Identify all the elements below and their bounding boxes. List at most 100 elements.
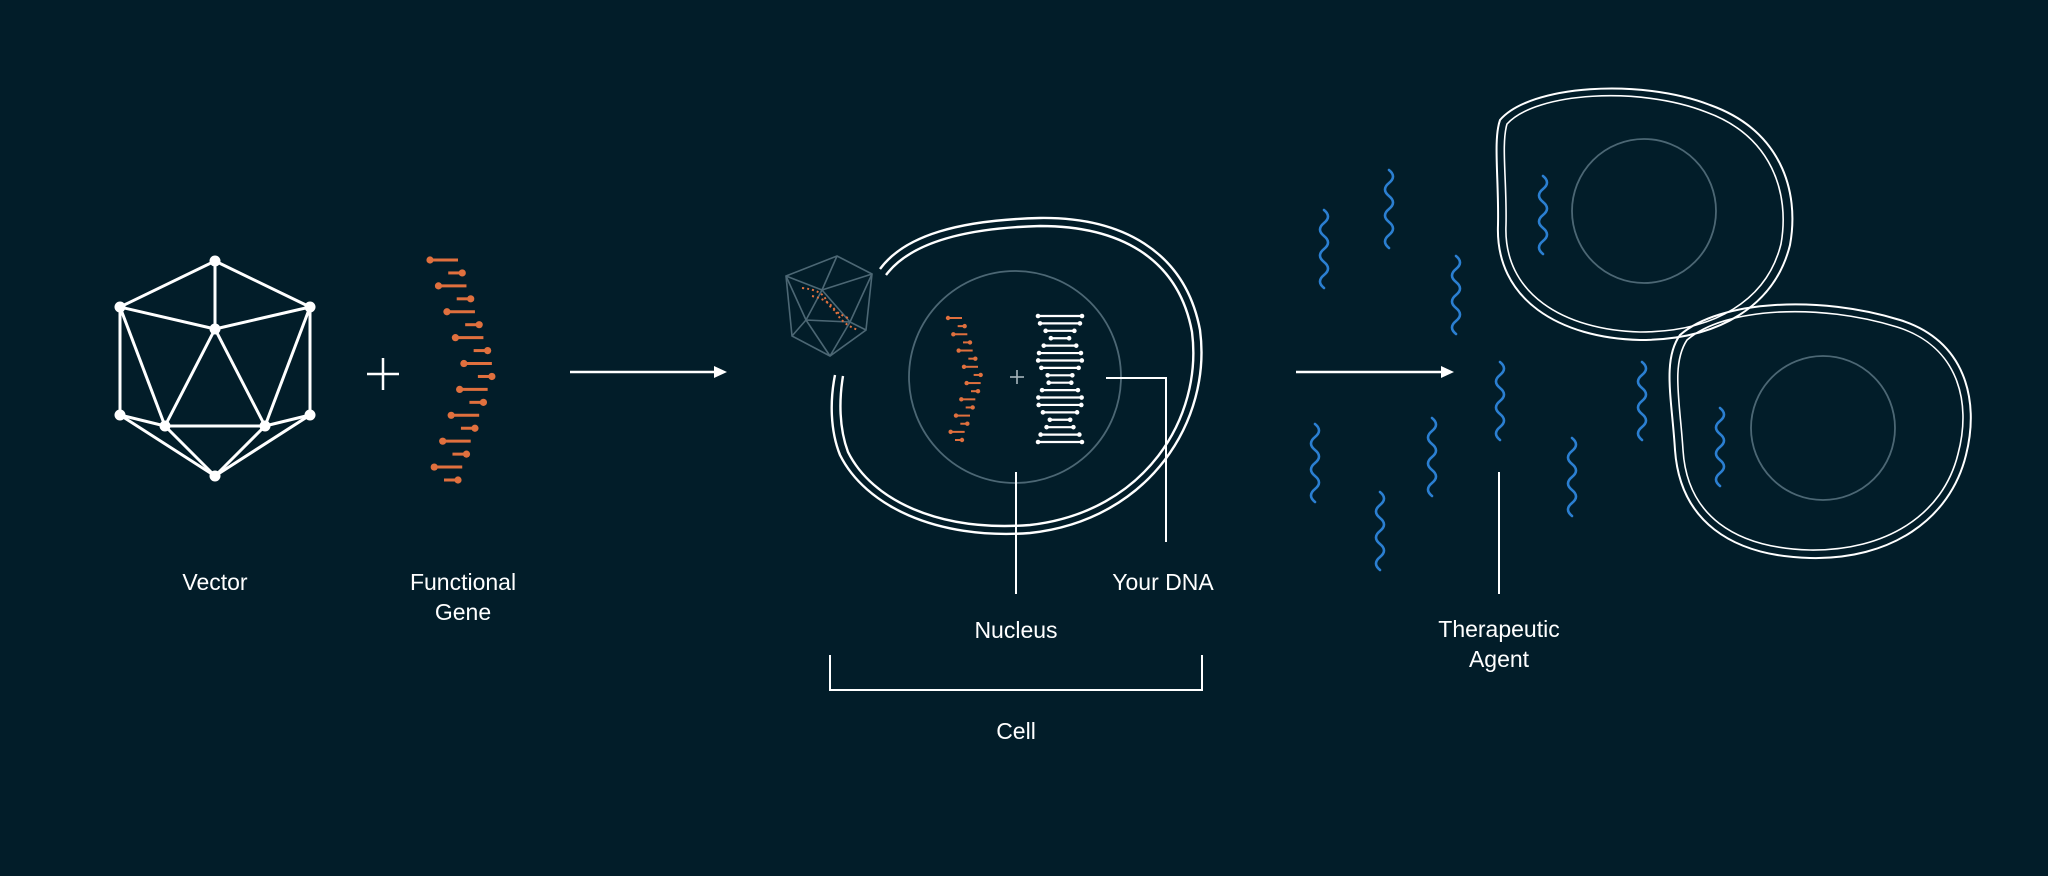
faint-vector-icon — [785, 255, 873, 357]
gene-dot — [467, 295, 475, 303]
dna-dot — [1047, 417, 1053, 423]
small-gene-dot — [956, 348, 961, 353]
dna-dot — [1046, 380, 1052, 386]
dna-dot — [1048, 335, 1054, 341]
dna-dot — [1071, 424, 1076, 430]
dna-dot — [1043, 328, 1048, 334]
dna-dot — [1035, 358, 1041, 363]
dna-dot — [1079, 402, 1084, 408]
dna-dot — [1036, 402, 1041, 408]
label-vector-text: Vector — [182, 569, 248, 595]
gene-dot — [426, 256, 434, 264]
small-gene-dot — [975, 389, 981, 394]
nucleus-plus-icon — [1010, 370, 1024, 384]
leader-lines — [1015, 377, 1500, 594]
label-nucleus: Nucleus — [946, 615, 1086, 645]
label-cell: Cell — [966, 716, 1066, 746]
gene-dot — [456, 385, 464, 394]
dna-dot — [1036, 395, 1041, 400]
arrow-right-icon — [570, 366, 727, 378]
plus-icon — [367, 358, 399, 390]
therapeutic-agent-icon — [1450, 254, 1462, 336]
dna-dot — [1041, 343, 1047, 348]
dna-dot — [1039, 387, 1045, 393]
label-functional-gene: Functional Gene — [388, 567, 538, 627]
therapeutic-agent-icon — [1374, 490, 1386, 572]
dna-dot — [1078, 350, 1084, 356]
gene-dot — [443, 308, 451, 316]
small-gene-dot — [959, 397, 964, 402]
small-gene-dot — [964, 380, 969, 386]
gene-dot — [430, 463, 438, 471]
dna-dot — [1072, 328, 1077, 334]
label-therapeutic-agent-line2: Agent — [1468, 646, 1530, 672]
dna-dot — [1068, 380, 1074, 386]
gene-dot — [454, 476, 462, 484]
label-vector: Vector — [165, 567, 265, 597]
dna-dot — [1036, 350, 1042, 356]
small-gene-dot — [978, 372, 983, 378]
label-therapeutic-agent-line1: Therapeutic — [1438, 616, 1560, 642]
cell-bracket — [829, 655, 1203, 691]
target-cell-bottom — [1668, 303, 1972, 560]
dna-dot — [1040, 410, 1046, 415]
vector-icosahedron-icon — [114, 255, 316, 482]
dna-dot — [1079, 313, 1085, 319]
dna-dot — [1035, 313, 1041, 319]
dna-dot — [1075, 387, 1081, 393]
dna-dot — [1039, 365, 1044, 371]
gene-dot — [451, 334, 460, 342]
therapeutic-agent-icon — [1383, 168, 1395, 250]
gene-dot — [434, 282, 443, 290]
therapeutic-agent-icon — [1537, 174, 1549, 256]
label-functional-gene-line1: Functional — [409, 569, 517, 595]
functional-gene-strand-icon — [426, 256, 496, 484]
therapeutic-agent-icon — [1426, 416, 1438, 498]
therapeutic-agent-icon — [1566, 436, 1578, 518]
gene-dot — [462, 450, 471, 458]
your-dna-helix-icon — [1035, 313, 1085, 445]
label-nucleus-text: Nucleus — [974, 617, 1058, 643]
dna-dot — [1074, 410, 1080, 415]
therapeutic-agents — [1309, 168, 1726, 572]
faint-gene-dots — [801, 287, 859, 331]
therapeutic-agent-icon — [1636, 360, 1648, 442]
gene-dot — [475, 321, 483, 329]
gene-dot — [439, 437, 447, 445]
arrow-right-icon — [1296, 366, 1454, 378]
therapeutic-agent-icon — [1309, 422, 1321, 504]
small-gene-dot — [962, 323, 967, 329]
dna-dot — [1045, 372, 1050, 378]
therapeutic-agent-icon — [1494, 360, 1506, 442]
dna-dot — [1067, 417, 1073, 423]
small-gene-dot — [948, 429, 953, 435]
small-gene-dot — [967, 340, 973, 345]
nucleus-gene-icon — [945, 315, 983, 443]
label-your-dna-text: Your DNA — [1112, 569, 1214, 595]
small-gene-dot — [945, 315, 951, 321]
dna-dot — [1044, 424, 1049, 430]
gene-dot — [484, 346, 492, 355]
small-gene-dot — [953, 413, 959, 418]
cell-membrane — [830, 216, 1203, 536]
dna-dot — [1073, 343, 1079, 348]
dna-dot — [1038, 432, 1043, 437]
label-functional-gene-line2: Gene — [434, 599, 492, 625]
label-cell-text: Cell — [996, 718, 1036, 744]
gene-dot — [447, 411, 455, 419]
label-your-dna: Your DNA — [1093, 567, 1233, 597]
dna-dot — [1079, 358, 1085, 363]
gene-dot — [460, 359, 468, 368]
dna-dot — [1076, 365, 1081, 371]
gene-dot — [479, 398, 488, 406]
dna-dot — [1035, 439, 1041, 445]
therapeutic-agent-icon — [1714, 406, 1726, 488]
dna-dot — [1037, 321, 1043, 326]
dna-dot — [1079, 439, 1085, 445]
gene-dot — [488, 372, 496, 381]
dna-dot — [1070, 372, 1075, 378]
dna-dot — [1066, 335, 1072, 341]
target-cell-top — [1495, 87, 1794, 342]
